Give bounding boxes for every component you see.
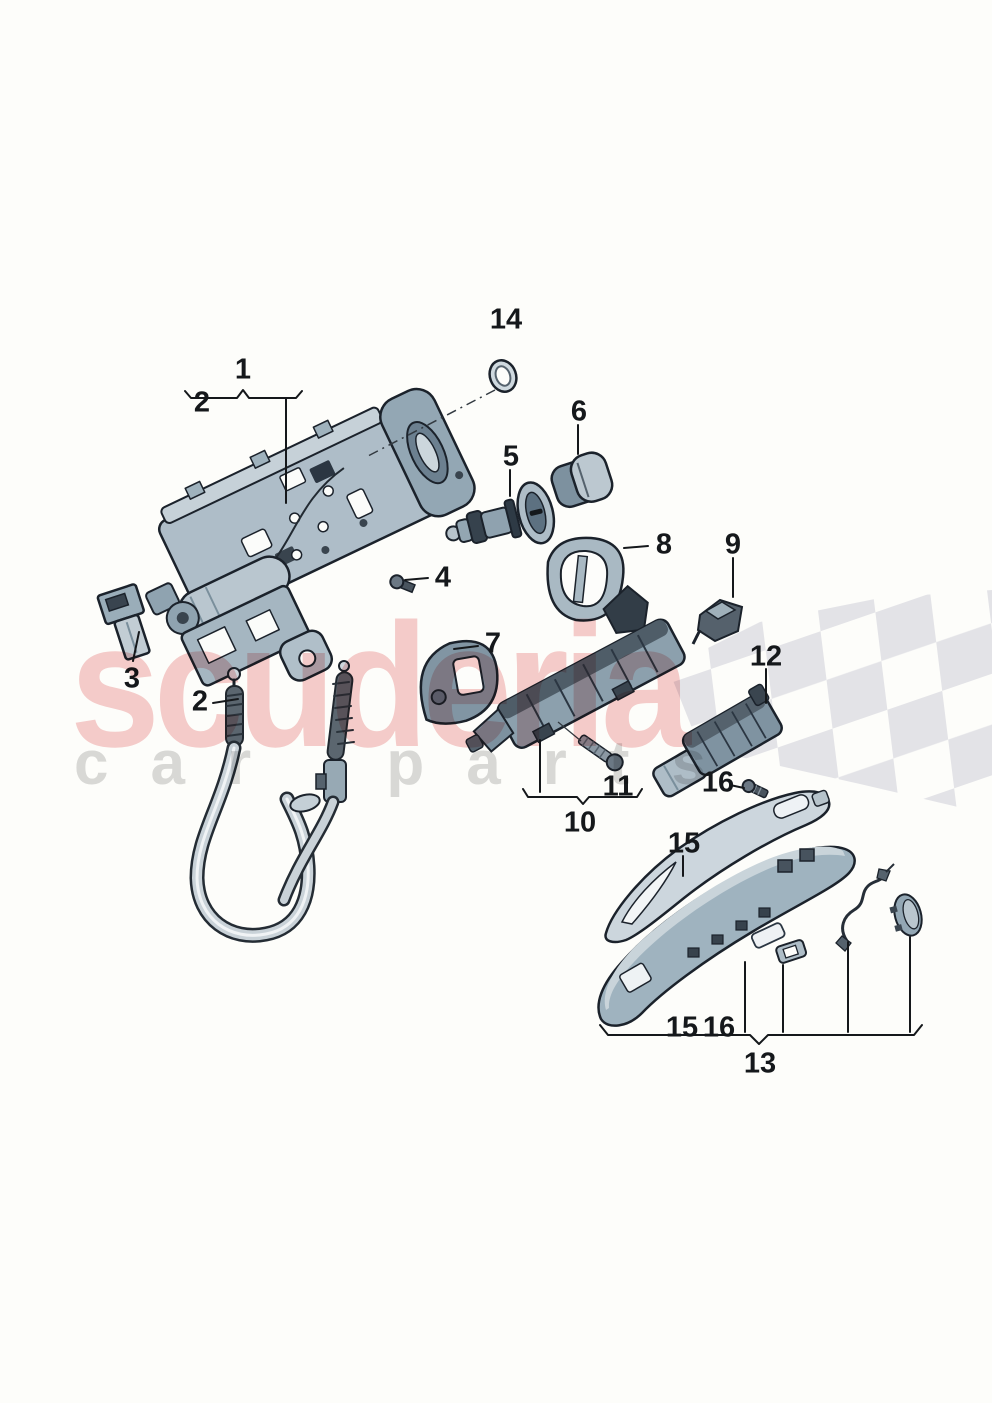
bracket-1 xyxy=(184,389,303,399)
cover-plate xyxy=(419,639,499,725)
bracket-13 xyxy=(599,1024,923,1045)
handle-base xyxy=(597,845,856,1027)
latch-clip xyxy=(775,939,808,964)
door-handle-grip xyxy=(604,789,831,944)
callout-15-bottom: 15 xyxy=(665,1011,699,1044)
callout-6: 6 xyxy=(570,395,588,428)
bowden-cables xyxy=(189,660,355,943)
callout-4: 4 xyxy=(434,561,452,594)
callout-9: 9 xyxy=(724,528,742,561)
checkered-flag-decoration xyxy=(668,590,992,815)
callout-14: 14 xyxy=(489,303,523,336)
callout-10: 10 xyxy=(563,806,597,839)
screw-4 xyxy=(389,574,416,594)
gasket-frame xyxy=(546,536,625,622)
callout-7: 7 xyxy=(484,627,502,660)
lock-cylinder xyxy=(445,481,556,545)
leader-line-14 xyxy=(367,389,496,457)
callout-16: 16 xyxy=(701,766,735,799)
screw-16 xyxy=(741,779,769,799)
callout-13: 13 xyxy=(743,1047,777,1080)
handle-carrier xyxy=(465,584,686,753)
handle-bracket xyxy=(652,683,783,798)
callout-11: 11 xyxy=(602,770,634,803)
bracket-10 xyxy=(522,788,643,805)
lock-cap xyxy=(550,451,614,509)
seal-ring xyxy=(488,359,518,393)
end-cap xyxy=(889,893,923,937)
leader-line-11 xyxy=(557,721,582,742)
callout-16-bottom: 16 xyxy=(702,1011,736,1044)
callout-12: 12 xyxy=(749,640,783,673)
screw-11 xyxy=(577,734,624,772)
lock-carrier-housing xyxy=(145,387,476,687)
callout-1: 1 xyxy=(234,353,252,386)
callout-2-cable: 2 xyxy=(191,685,209,718)
callout-3: 3 xyxy=(123,662,141,695)
callout-5: 5 xyxy=(502,440,520,473)
callout-15: 15 xyxy=(667,827,701,860)
callout-8: 8 xyxy=(655,528,673,561)
leader-lines xyxy=(132,389,923,1045)
retaining-clip xyxy=(691,598,744,645)
connector-plug xyxy=(96,583,151,661)
callout-2-top: 2 xyxy=(193,386,211,419)
